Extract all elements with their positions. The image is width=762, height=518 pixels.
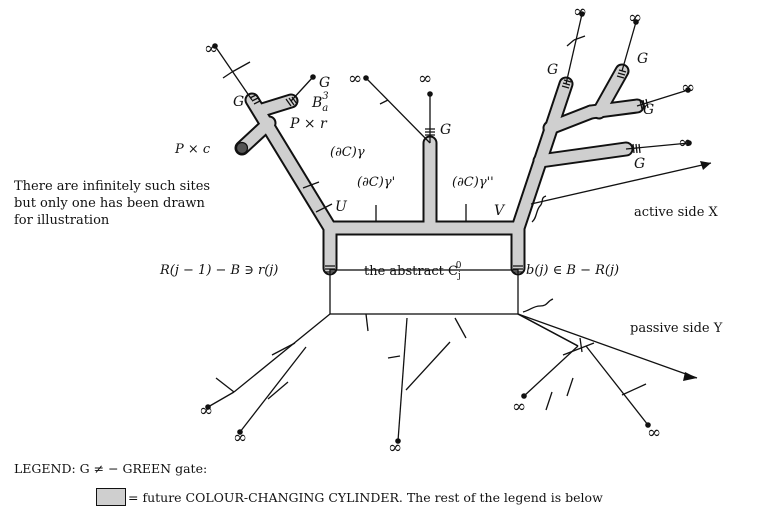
abstract-c-sub: j [457, 271, 461, 281]
gate-marks [249, 69, 649, 273]
infinity-label: ∞ [628, 8, 643, 28]
gate-label: G [634, 156, 646, 172]
endpoint-dot [686, 140, 692, 146]
endpoint-dot [521, 393, 527, 399]
endpoint-dot [395, 438, 401, 444]
thin-edges [207, 13, 712, 442]
endpoint-dot [427, 91, 433, 97]
u-label: U [335, 199, 347, 215]
endpoint-dot [579, 11, 585, 17]
left-relation-label: R(j − 1) − B ∋ r(j) [160, 263, 279, 278]
infinity-label: ∞ [573, 2, 588, 22]
right-relation-label: b(j) ∈ B − R(j) [526, 263, 620, 278]
endpoint-dot [685, 87, 691, 93]
b-label-sup: 3 [322, 91, 329, 102]
infinity-label: ∞ [204, 39, 219, 59]
infinity-label: ∞ [681, 78, 696, 98]
legend-line-2: = future COLOUR-CHANGING CYLINDER. The r… [128, 490, 603, 505]
boundary-gamma-prime-label: (∂C)γ' [357, 175, 396, 190]
gate-label: G [319, 75, 331, 91]
b-label-main: B [312, 95, 323, 111]
endpoint-dot [310, 74, 316, 80]
infinity-label: ∞ [348, 69, 363, 89]
passive-side-brace [522, 298, 554, 313]
passive-arrow-head [683, 372, 697, 381]
endpoint-dot [363, 75, 369, 81]
active-arrow-head [700, 161, 711, 170]
illustration-note: There are infinitely such sites but only… [14, 178, 210, 229]
p-times-r-label: P × r [290, 116, 327, 132]
infinity-label: ∞ [233, 428, 248, 448]
gate-label: G [440, 122, 452, 138]
infinity-label: ∞ [418, 69, 433, 89]
active-side-label: active side X [634, 205, 718, 220]
gate-label: G [233, 94, 245, 110]
gate-label: G [547, 62, 559, 78]
note-line: There are infinitely such sites [14, 179, 211, 194]
note-line: but only one has been drawn [14, 196, 205, 211]
boundary-gamma-label: (∂C)γ [330, 145, 365, 160]
abstract-c-text: the abstract C [364, 264, 458, 279]
infinity-label: ∞ [678, 133, 693, 153]
legend-line-1: LEGEND: G ≠ − GREEN gate: [14, 461, 208, 476]
abstract-c-sup: 0 [455, 261, 462, 271]
endpoint-dots [205, 11, 692, 444]
cylinder-swatch [96, 488, 126, 506]
branch-endpoint-dot [235, 141, 249, 155]
infinity-label: ∞ [388, 438, 403, 458]
passive-side-label: passive side Y [630, 321, 723, 336]
arrowheads [683, 161, 711, 381]
b-label-sub: a [322, 103, 329, 114]
cylinders [234, 63, 645, 276]
infinity-label: ∞ [199, 401, 214, 421]
note-line: for illustration [14, 213, 110, 228]
gate-label: G [637, 51, 649, 67]
endpoint-dot [237, 429, 243, 435]
infinity-label: ∞ [512, 397, 527, 417]
endpoint-dot [645, 422, 651, 428]
infinity-label: ∞ [647, 423, 662, 443]
v-label: V [494, 203, 505, 219]
active-side-brace [531, 195, 547, 223]
b-label: Ba3 [312, 92, 335, 114]
endpoint-dot [205, 404, 211, 410]
braces [522, 195, 554, 313]
boundary-gamma-dprime-label: (∂C)γ'' [452, 175, 494, 190]
gate-label: G [643, 102, 655, 118]
abstract-c-label: the abstract Cj0 [364, 262, 466, 281]
endpoint-dot [212, 43, 218, 49]
p-times-c-label: P × c [175, 142, 211, 157]
endpoint-dot [633, 19, 639, 25]
